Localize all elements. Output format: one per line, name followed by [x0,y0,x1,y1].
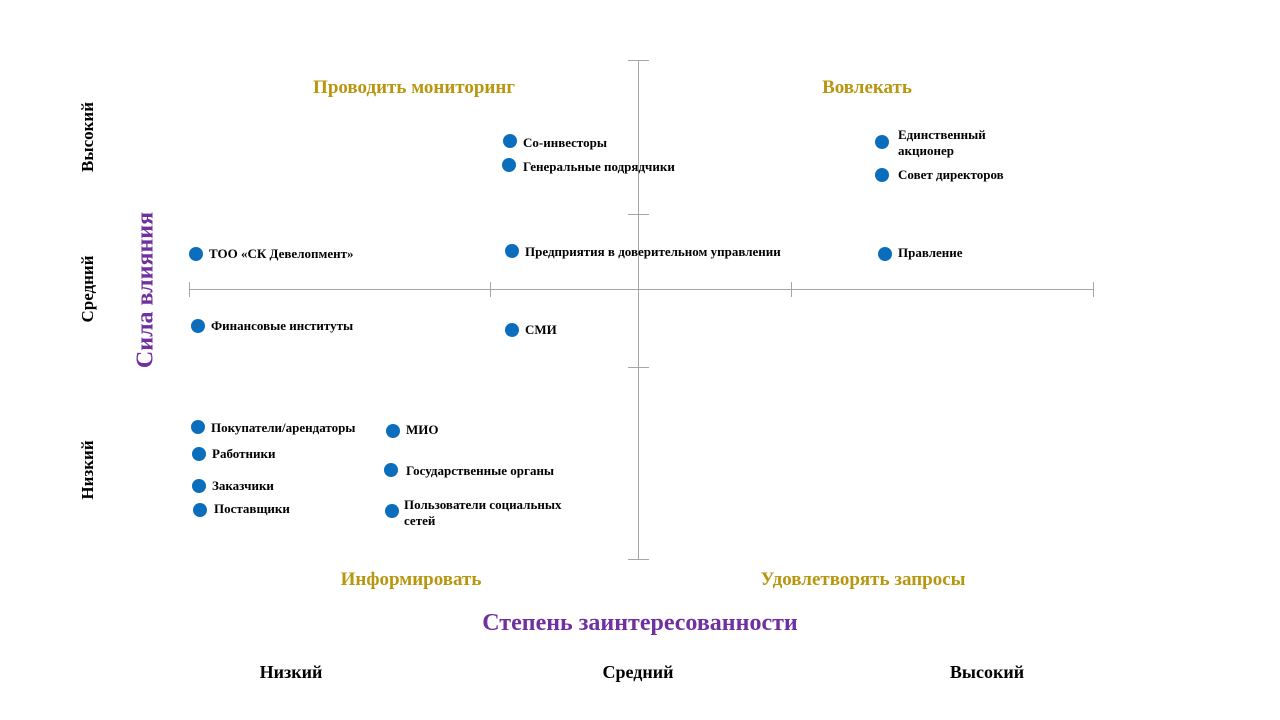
y-tick [628,367,649,368]
stakeholder-label-line: Поставщики [214,501,290,516]
x-level-low: Низкий [259,662,323,682]
stakeholder-label: Генеральные подрядчики [523,159,675,175]
stakeholder-dot [875,168,889,182]
x-tick [189,282,190,297]
vertical-axis [638,60,639,560]
stakeholder-label-line: ТОО «СК Девелопмент» [209,246,354,261]
stakeholder-label-line: Государственные органы [406,463,555,478]
stakeholder-label: Заказчики [212,478,274,494]
stakeholder-label-line: Заказчики [212,478,274,493]
stakeholder-label: ТОО «СК Девелопмент» [209,246,354,262]
stakeholder-label: Работники [212,446,275,462]
y-level-medium: Средний [78,255,97,323]
stakeholder-label: Финансовые институты [211,318,353,334]
stakeholder-label: Правление [898,245,963,261]
stakeholder-dot [193,503,207,517]
quadrant-label-inform: Информировать [340,569,482,590]
stakeholder-label-line: Со-инвесторы [523,135,608,150]
x-tick [791,282,792,297]
stakeholder-label-line: Покупатели/арендаторы [211,420,356,435]
x-level-high: Высокий [949,662,1025,682]
x-level-medium: Средний [602,662,674,682]
stakeholder-dot [505,323,519,337]
stakeholder-label-line: Правление [898,245,963,260]
stakeholder-dot [505,244,519,258]
stakeholder-label: МИО [406,422,439,438]
y-tick [628,60,649,61]
stakeholder-label: Государственные органы [406,463,554,479]
stakeholder-dot [191,319,205,333]
stakeholder-label-line: СМИ [525,322,557,337]
horizontal-axis [189,289,1094,290]
stakeholder-label: Поставщики [214,501,290,517]
quadrant-label-engage: Вовлекать [822,77,912,98]
stakeholder-dot [503,134,517,148]
stakeholder-dot [385,504,399,518]
quadrant-label-monitor: Проводить мониторинг [313,77,515,98]
x-tick [1093,282,1094,297]
stakeholder-label: Совет директоров [898,167,1004,183]
stakeholder-label: СМИ [525,322,557,338]
stakeholder-dot [191,420,205,434]
stakeholder-label: Со-инвесторы [523,135,607,151]
stakeholder-label-line: Единственный [898,127,986,142]
y-level-high: Высокий [78,101,97,173]
quadrant-label-satisfy: Удовлетворять запросы [760,569,966,590]
stakeholder-dot [384,463,398,477]
y-level-low: Низкий [78,440,97,500]
stakeholder-dot [875,135,889,149]
stakeholder-label: Покупатели/арендаторы [211,420,355,436]
stakeholder-label-line: Финансовые институты [211,318,354,333]
stakeholder-label-line: Генеральные подрядчики [523,159,675,174]
stakeholder-dot [878,247,892,261]
y-axis-title: Сила влияния [132,211,159,369]
stakeholder-dot [386,424,400,438]
y-tick [628,214,649,215]
stakeholder-dot [192,447,206,461]
stakeholder-dot [192,479,206,493]
stakeholder-dot [502,158,516,172]
y-tick [628,559,649,560]
stakeholder-label-line: Работники [212,446,276,461]
stakeholder-label-line: Совет директоров [898,167,1004,182]
stakeholder-label-line: Предприятия в доверительном управлении [525,244,781,259]
stakeholder-label-line: МИО [406,422,439,437]
x-axis-title: Степень заинтересованности [482,610,798,636]
stakeholder-dot [189,247,203,261]
x-tick [490,282,491,297]
stakeholder-label-line: акционер [898,143,954,158]
stakeholder-label-line: Пользователи социальных [404,497,562,512]
stakeholder-label-line: сетей [404,513,436,528]
stakeholder-label: Предприятия в доверительном управлении [525,244,781,260]
